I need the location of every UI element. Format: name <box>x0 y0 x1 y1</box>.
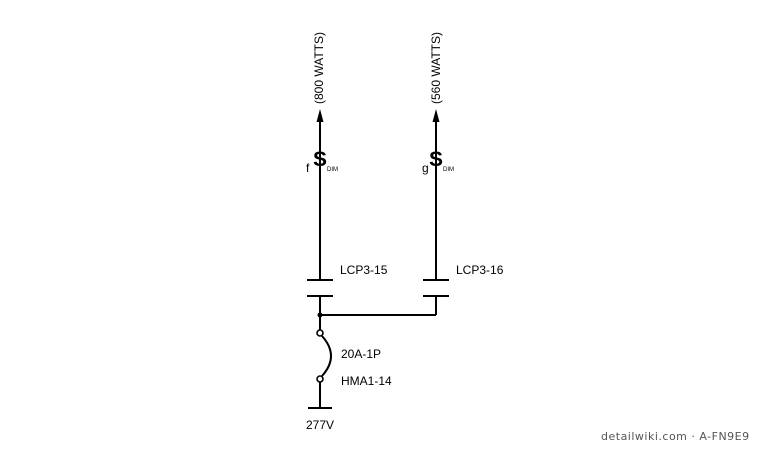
switch-letter-1: f <box>306 161 310 175</box>
arrow-up-icon <box>432 109 440 122</box>
voltage-label: 277V <box>306 418 334 432</box>
common-bus <box>317 296 437 330</box>
power-source: 277V <box>306 382 334 432</box>
switch-sub-2: DIM <box>443 167 454 173</box>
switch-symbol-2: S <box>429 148 443 171</box>
contactor-label-1: LCP3-15 <box>340 263 388 277</box>
circuit-breaker: 20A-1P HMA1-14 <box>316 329 392 388</box>
load-label-1: (800 WATTS) <box>312 32 326 104</box>
breaker-arc <box>321 335 332 377</box>
breaker-rating: 20A-1P <box>341 347 381 361</box>
arrow-up-icon <box>316 109 324 122</box>
circuit-2: (560 WATTS) S g DIM LCP3-16 <box>422 32 504 297</box>
junction-dot <box>317 312 323 318</box>
circuit-1: (800 WATTS) S f DIM LCP3-15 <box>306 32 388 297</box>
contactor-label-2: LCP3-16 <box>456 263 504 277</box>
watermark: detailwiki.com · A-FN9E9 <box>601 430 750 443</box>
switch-letter-2: g <box>422 161 429 175</box>
breaker-terminal-top <box>316 329 324 337</box>
switch-symbol-1: S <box>313 148 327 171</box>
breaker-terminal-bottom <box>316 375 324 383</box>
load-label-2: (560 WATTS) <box>429 32 443 104</box>
switch-sub-1: DIM <box>327 167 338 173</box>
breaker-circuit: HMA1-14 <box>341 374 392 388</box>
